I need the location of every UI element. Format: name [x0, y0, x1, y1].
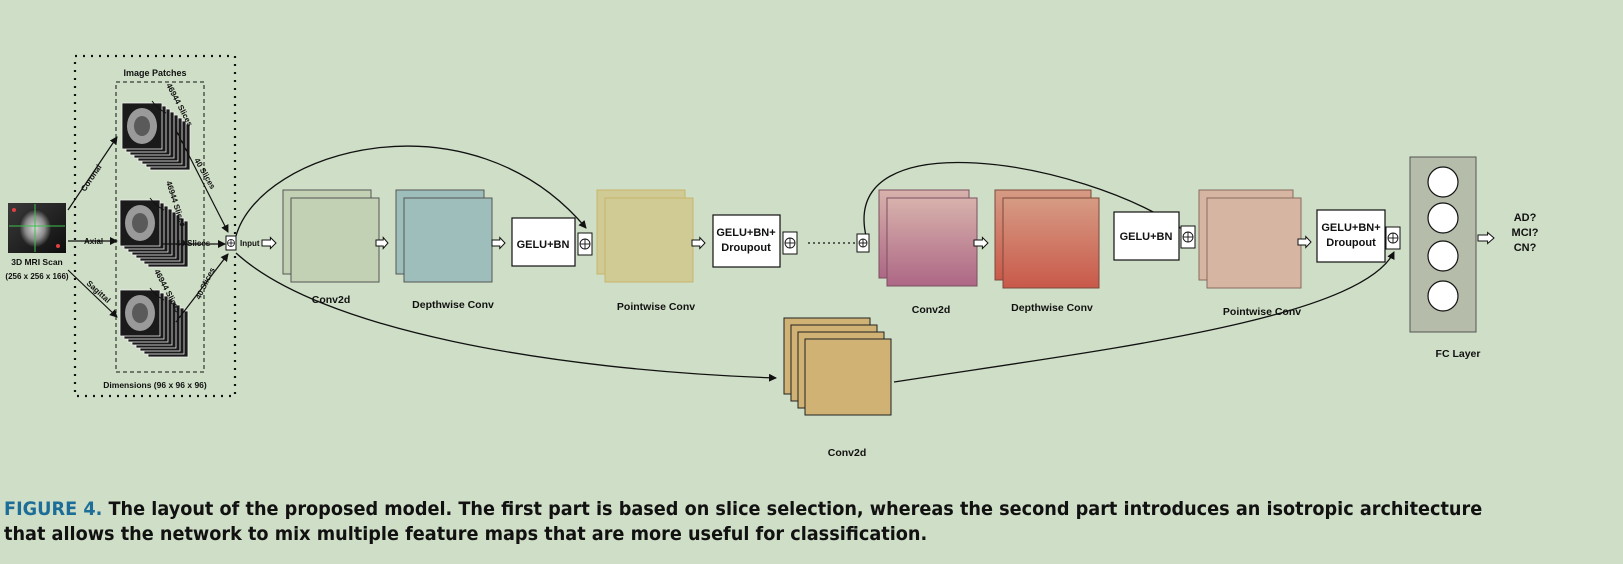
sagittal-label: Sagittal — [85, 279, 113, 305]
brain-slice-core — [132, 213, 148, 233]
caption-text-3: introduces an isotropic architecture tha… — [4, 498, 1483, 545]
add-node — [577, 232, 593, 256]
conv2d-block-second — [878, 189, 978, 287]
skip-curve-to-conv — [235, 252, 777, 382]
gelu-bn-dropout-line1-first: GELU+BN+ — [716, 227, 775, 239]
patches-dashed-border — [115, 81, 205, 373]
add-node — [856, 233, 870, 253]
gelu-bn-dropout-line2-second: Droupout — [1326, 237, 1376, 249]
axial-40-slices: 40 Slices — [176, 239, 211, 248]
figure-label: FIGURE 4. — [4, 498, 103, 520]
gelu-bn-box-second: GELU+BN — [1113, 211, 1180, 261]
skip-curve-first — [235, 145, 587, 237]
output-ad: AD? — [1514, 212, 1537, 224]
conv2d-skip-block — [783, 317, 892, 416]
gelu-bn-dropout-line2-first: Droupout — [721, 242, 771, 254]
brain-slice-core — [134, 116, 150, 136]
output-mci: MCI? — [1512, 227, 1539, 239]
gelu-bn-dropout-box-second: GELU+BN+ Droupout — [1316, 209, 1386, 263]
slice-brace — [149, 197, 165, 211]
axial-slice-stack — [119, 197, 189, 268]
add-nodes — [577, 225, 1401, 256]
conv2d-label-second: Conv2d — [912, 304, 951, 316]
input-label: Input — [240, 239, 260, 248]
add-node — [1180, 225, 1196, 249]
fc-layer-label: FC Layer — [1436, 348, 1481, 360]
flow-arrow — [491, 236, 506, 250]
gelu-bn-dropout-line1-second: GELU+BN+ — [1321, 222, 1380, 234]
sagittal-arrow — [67, 269, 118, 318]
image-patches-label: Image Patches — [123, 68, 186, 78]
flow-arrow — [973, 236, 989, 250]
add-node — [1385, 226, 1401, 250]
depthwise-conv-block-second — [994, 189, 1100, 289]
caption-text-1: The layout of the proposed model. The — [108, 498, 502, 520]
caption-text-2: is based on slice selection, whereas the — [589, 498, 1000, 520]
fc-neuron-2 — [1427, 202, 1459, 234]
flow-arrow — [691, 236, 706, 250]
pointwise-conv-block-first — [596, 189, 694, 283]
axial-label: Axial — [84, 237, 103, 246]
flow-arrows — [261, 231, 1495, 250]
coronal-to-input-arrow — [175, 129, 229, 233]
coronal-label: Coronal — [79, 163, 103, 193]
gelu-bn-label-second: GELU+BN — [1120, 231, 1173, 243]
flow-arrow — [1297, 235, 1312, 249]
gelu-bn-box-first: GELU+BN — [511, 217, 576, 267]
slice-selection-section: Image Patches Dimensions (96 x 96 x 96) … — [5, 54, 260, 398]
mri-scan-label: 3D MRI Scan — [11, 257, 63, 267]
fc-layer — [1409, 156, 1477, 333]
gelu-bn-label-first: GELU+BN — [517, 239, 570, 251]
add-node — [782, 231, 798, 255]
skip-curve-from-conv — [893, 251, 1395, 383]
flow-arrow — [1477, 231, 1495, 245]
flow-arrow — [375, 236, 389, 250]
fc-neuron-4 — [1427, 280, 1459, 312]
caption-bold-1: first part — [501, 498, 590, 520]
depthwise-conv-block-first — [395, 189, 493, 283]
fc-neuron-1 — [1427, 166, 1459, 198]
mri-scan-size: (256 x 256 x 166) — [5, 272, 68, 281]
conv2d-skip-label: Conv2d — [828, 447, 867, 459]
skip-connections — [235, 145, 1395, 383]
outer-dotted-border — [73, 54, 237, 398]
conv2d-block-first — [282, 189, 380, 283]
sagittal-slice-stack — [119, 287, 189, 358]
brain-slice-core — [132, 303, 148, 323]
input-add-node — [225, 235, 237, 251]
flow-arrow — [261, 236, 277, 250]
conv2d-label-first: Conv2d — [312, 294, 351, 306]
gelu-bn-dropout-box-first: GELU+BN+ Droupout — [712, 214, 781, 268]
mri-scan-image — [8, 203, 66, 253]
skip-curve-second — [863, 161, 1181, 237]
dimensions-label: Dimensions (96 x 96 x 96) — [103, 380, 207, 390]
sagittal-to-input-arrow — [175, 253, 229, 323]
sagittal-40-slices: 40 Slices — [194, 266, 217, 301]
figure-caption: FIGURE 4. The layout of the proposed mod… — [4, 497, 1503, 547]
pointwise-conv-label-first: Pointwise Conv — [617, 301, 695, 313]
output-cn: CN? — [1514, 242, 1537, 254]
caption-bold-2: second part — [999, 498, 1118, 520]
slice-brace — [149, 287, 165, 301]
slice-brace — [151, 100, 167, 114]
coronal-arrow — [67, 136, 118, 211]
fc-neuron-3 — [1427, 240, 1459, 272]
depthwise-conv-label-second: Depthwise Conv — [1011, 302, 1093, 314]
architecture-diagram: Image Patches Dimensions (96 x 96 x 96) … — [5, 54, 1539, 459]
depthwise-conv-label-first: Depthwise Conv — [412, 299, 494, 311]
pointwise-conv-block-second — [1198, 189, 1302, 289]
pointwise-conv-label-second: Pointwise Conv — [1223, 306, 1301, 318]
